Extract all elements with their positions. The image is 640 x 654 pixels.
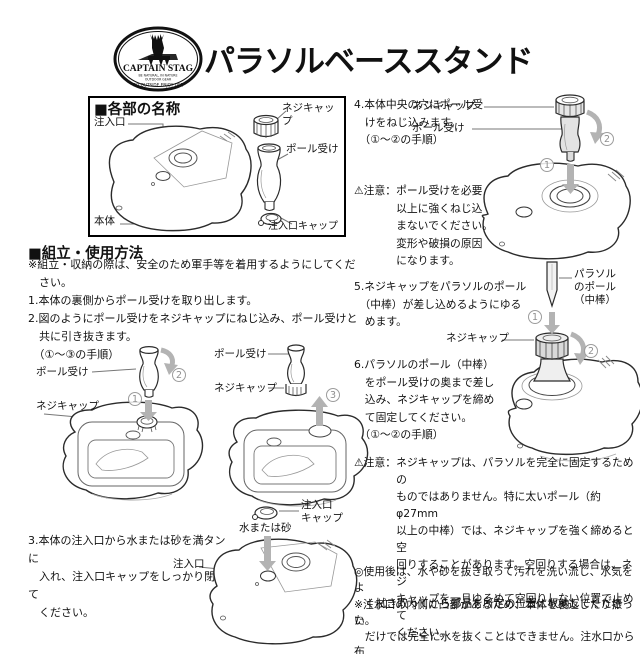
step-circle-1: 1 — [128, 392, 142, 406]
step-2: 2.図のようにポール受けをネジキャップにねじ込み、ポール受けと 共に引き抜きます… — [28, 312, 358, 361]
parts-heading: ■各部の名称 — [94, 102, 181, 118]
pole-holder-with-cap — [285, 344, 307, 397]
diagram-step5-6-pole: パラソル のポール （中棒） ネジキャップ 1 2 — [440, 260, 640, 484]
base-top-view — [108, 125, 252, 232]
assembly-heading: ■組立・使用方法 — [28, 246, 144, 262]
label-inlet-cap: 注入口キャップ — [268, 221, 338, 232]
label-body: 本体 — [94, 215, 115, 227]
base-top-view — [209, 538, 358, 645]
pole-holder-part — [256, 143, 282, 212]
screw-cap-part — [253, 114, 279, 138]
label-screw-cap: ネジキャップ — [446, 332, 509, 344]
diagram-step4-screw-in: ネジキャップ ポール受け 2 1 — [404, 94, 640, 266]
after-use-note: ◎使用後は、水や砂を抜き取って汚れを洗い流し、水気をよ く拭き取ってから部品を所… — [354, 565, 633, 627]
product-title: パラソルベーススタンド — [204, 44, 533, 80]
label-screw-cap: ネジキャップ — [214, 382, 277, 394]
stag-deer-icon — [138, 34, 178, 66]
caution-prefix: ⚠注意： — [354, 184, 397, 197]
label-inlet: 注入口 — [94, 116, 126, 128]
captain-stag-logo: CAPTAIN STAG BE NATURAL, IN NATURE OUTDO… — [113, 26, 203, 92]
glove-note: ※組立・収納の際は、安全のため軍手等を着用するようにしてくだ さい。 — [28, 258, 356, 289]
pole-holder-with-cap — [555, 94, 585, 162]
label-screw-cap: ネジキャップ — [36, 400, 99, 412]
label-inlet-cap: 注入口 キャップ — [301, 499, 343, 524]
pole-holder-cone — [532, 358, 572, 382]
drain-note: ※注水口の内側に凸部があるため、本体を裏返したり振った だけでは完全に水を抜くこ… — [354, 598, 635, 654]
step-3: 3.本体の注入口から水または砂を満タンに 入れ、注入口キャップをしっかり閉めて … — [28, 534, 227, 619]
base-top-view — [507, 355, 640, 462]
caution-step4: ⚠注意：ポール受けを必要 以上に強くねじ込 まないでください。 変形や破損の原因… — [354, 182, 534, 270]
caution-text: ネジキャップは、パラソルを完全に固定するための ものではありません。特に太いポー… — [396, 456, 634, 639]
inlet-cap-part — [258, 212, 282, 226]
pole-holder-part — [139, 345, 159, 398]
caution-prefix: ⚠注意： — [354, 456, 397, 469]
step-circle-3: 3 — [326, 388, 340, 402]
step-circle-2: 2 — [584, 344, 598, 358]
logo-tagline-3: GO OUTSIDE ENJOY LIFE — [133, 83, 184, 88]
step-circle-1: 1 — [540, 158, 554, 172]
step-circle-1: 1 — [528, 310, 542, 324]
diagram-step3-fill: 注入口 キャップ 水または砂 注入口 — [165, 499, 365, 654]
screw-cap-part — [535, 332, 569, 360]
base-top-view — [481, 162, 631, 260]
label-pole-holder: ポール受け — [36, 366, 89, 378]
diagram-step2-pullout: ポール受け ネジキャップ 3 — [212, 342, 369, 532]
label-inlet: 注入口 — [173, 558, 205, 570]
label-parasol-pole: パラソル のポール （中棒） — [574, 268, 616, 306]
base-bottom-view — [62, 401, 204, 501]
step-1: 1.本体の裏側からポール受けを取り出します。 — [28, 294, 258, 307]
label-water-or-sand: 水または砂 — [239, 522, 292, 534]
caution-step6: ⚠注意：ネジキャップは、パラソルを完全に固定するための ものではありません。特に… — [354, 454, 640, 641]
step-circle-2: 2 — [600, 132, 614, 146]
parts-diagram — [108, 110, 293, 232]
label-pole-holder: ポール受け — [286, 143, 339, 155]
inlet-cap-part — [252, 506, 278, 520]
step-circle-2: 2 — [172, 368, 186, 382]
label-pole-holder: ポール受け — [412, 122, 465, 134]
label-pole-holder: ポール受け — [214, 348, 267, 360]
step-6: 6.パラソルのポール（中棒） をポール受けの奥まで差し 込み、ネジキャップを締め… — [354, 358, 495, 441]
parasol-pole — [546, 261, 558, 309]
base-bottom-view — [228, 409, 369, 507]
step-5: 5.ネジキャップをパラソルのポール （中棒）が差し込めるようにゆる めます。 — [354, 280, 527, 328]
caution-text: ポール受けを必要 以上に強くねじ込 まないでください。 変形や破損の原因 になり… — [396, 184, 493, 267]
logo-tagline-2: OUTDOOR GEAR — [145, 78, 172, 82]
parts-name-box: ■各部の名称 注入口 ネジキャップ ポール受け 本体 注入口キャップ — [88, 96, 346, 237]
label-screw-cap: ネジキャップ — [282, 102, 335, 127]
step-4: 4.本体中央の穴にポール受 けをねじ込みます。 （①～②の手順） — [354, 98, 484, 146]
label-screw-cap: ネジキャップ — [412, 100, 475, 112]
logo-brand: CAPTAIN STAG — [123, 64, 194, 74]
logo-tagline-1: BE NATURAL, IN NATURE — [138, 74, 177, 78]
diagram-step2-insert: ポール受け ネジキャップ 2 1 — [30, 342, 212, 532]
